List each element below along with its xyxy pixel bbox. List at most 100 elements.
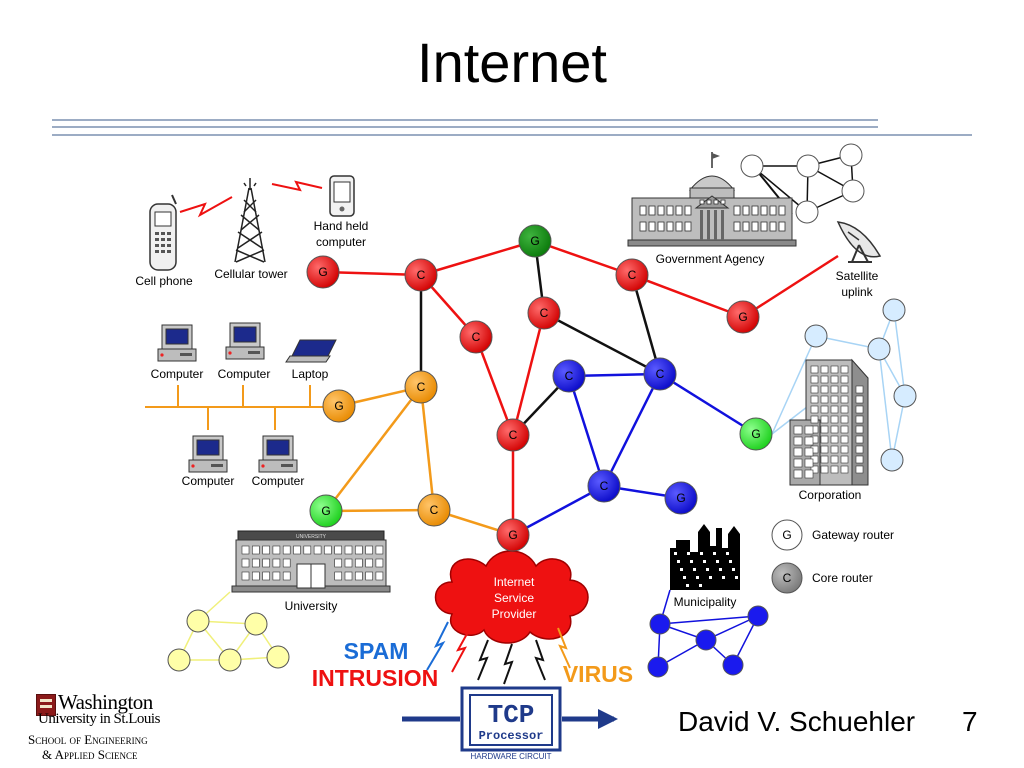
gateway-router-g_muni: G (664, 481, 698, 515)
university-crest-icon (36, 694, 56, 716)
link-b3-g_isp (512, 484, 605, 537)
legend-gateway-icon (771, 519, 803, 551)
core-router-c_mid: C (496, 418, 530, 452)
router-letter: C (565, 369, 574, 383)
university-cluster-node (244, 612, 268, 636)
core-router-c3: C (527, 296, 561, 330)
core-router-b3: C (587, 469, 621, 503)
laptop-label: Laptop (292, 367, 329, 381)
cell-phone-label: Cell phone (135, 274, 193, 288)
spam-label: SPAM (344, 638, 409, 664)
hardware-circuit-label: HARDWARE CIRCUIT (470, 752, 551, 761)
router-letter: C (417, 380, 426, 394)
core-router-c1: C (404, 258, 438, 292)
link-c_gov-b2 (630, 274, 662, 375)
computer-icon (188, 435, 228, 473)
core-router-b1: C (552, 359, 586, 393)
footer-page-number: 7 (962, 706, 978, 737)
corporation-cluster-link (893, 309, 906, 397)
university-cluster-node (186, 609, 210, 633)
logo-line4: & Applied Science (42, 747, 138, 762)
core-router-b2: C (643, 357, 677, 391)
corporation-cluster-node (880, 448, 904, 472)
government-cluster-node (740, 154, 764, 178)
legend-gateway-label: Gateway router (812, 528, 894, 542)
logo-line2: University in St.Louis (38, 711, 160, 727)
municipality-cluster-node (647, 656, 669, 678)
university-logo: Washington University in St.Louis School… (28, 690, 178, 764)
legend-core-label: Core router (812, 571, 873, 585)
computer-icon (157, 324, 197, 362)
handheld-label-line1: Hand held (314, 219, 369, 233)
gateway-router-g_gov: G (518, 224, 552, 258)
corporation-cluster-node (867, 337, 891, 361)
university-building-icon (231, 530, 391, 593)
computer-3-label: Computer (182, 474, 235, 488)
router-letter: C (509, 428, 518, 442)
core-router-c_gov: C (615, 258, 649, 292)
university-label: University (285, 599, 338, 613)
router-letter: G (508, 528, 517, 542)
cellular-tower-icon (234, 178, 266, 263)
legend-core-symbol: C (783, 571, 792, 585)
logo-line3: School of Engineering (28, 732, 148, 747)
computer-4-label: Computer (252, 474, 305, 488)
government-cluster-node (796, 154, 820, 178)
gateway-router-g_lan: G (322, 389, 356, 423)
legend: G Gateway router C Core router (771, 519, 894, 594)
gateway-router-g_isp: G (496, 518, 530, 552)
municipality-skyline-icon (670, 524, 740, 590)
router-letter: G (321, 504, 330, 518)
government-cluster-node (839, 143, 863, 167)
virus-label: VIRUS (563, 661, 633, 687)
router-letter: C (417, 268, 426, 282)
link-c2-c_mid (474, 336, 515, 436)
router-letter: C (540, 306, 549, 320)
government-building-icon (627, 152, 797, 247)
computer-1-label: Computer (151, 367, 204, 381)
university-cluster-node (218, 648, 242, 672)
router-letter: G (738, 310, 747, 324)
core-router-c_o: C (417, 493, 451, 527)
cellular-tower-label: Cellular tower (214, 267, 287, 281)
handheld-label-line2: computer (316, 235, 366, 249)
government-cluster-link (751, 165, 808, 213)
link-c_gov-g_sat (631, 273, 744, 319)
router-letter: G (318, 265, 327, 279)
link-b1-b3 (567, 375, 606, 487)
link-g_gov-c_gov (534, 239, 633, 277)
laptop-icon (285, 339, 337, 363)
wireless-signals (179, 180, 323, 218)
municipality-cluster-node (649, 613, 671, 635)
router-letter: C (430, 503, 439, 517)
computer-2-label: Computer (218, 367, 271, 381)
footer-author: David V. Schuehler (678, 706, 916, 737)
municipality-cluster-link (659, 615, 759, 625)
link-c_lan-c_o (419, 386, 436, 511)
government-cluster-node (795, 200, 819, 224)
university-cluster-node (167, 648, 191, 672)
logo-line1: Washington (58, 690, 153, 714)
traffic-bolts (426, 621, 571, 685)
corporation-cluster-node (893, 384, 917, 408)
government-label: Government Agency (656, 252, 765, 266)
computer-icon (258, 435, 298, 473)
tcp-processor-diagram (402, 686, 618, 752)
corporation-building-icon (789, 358, 869, 486)
router-letter: C (472, 330, 481, 344)
slide-title: Internet (417, 31, 607, 94)
cell-phone-icon (149, 194, 177, 271)
router-letter: G (676, 491, 685, 505)
handheld-computer-icon (329, 175, 355, 217)
isp-label-line3: Provider (492, 607, 537, 621)
router-letter: C (600, 479, 609, 493)
computer-icon (225, 322, 265, 360)
router-letter: C (628, 268, 637, 282)
municipality-cluster-node (747, 605, 769, 627)
processor-label: Processor (479, 729, 544, 743)
intrusion-label: INTRUSION (312, 665, 439, 691)
link-c3-b2 (543, 311, 661, 376)
